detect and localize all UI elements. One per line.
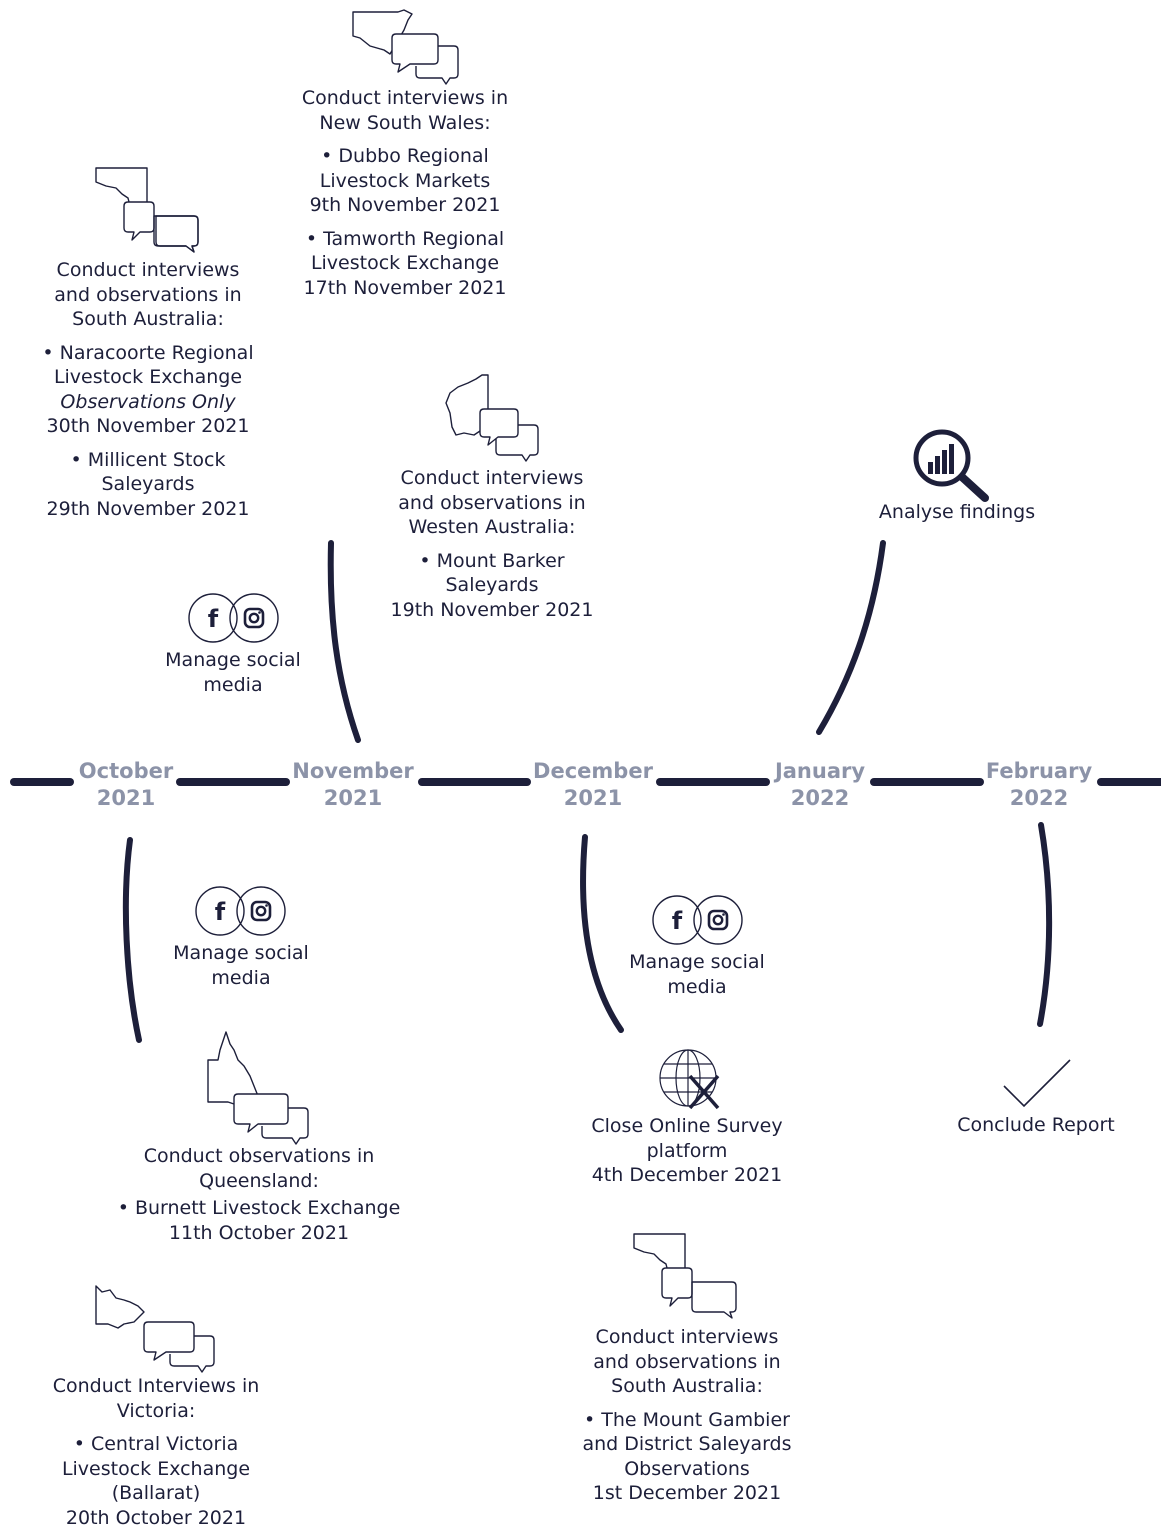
event-item-line: Saleyards (372, 573, 612, 598)
month-year: 2021 (56, 785, 196, 812)
south-australia-chat-icon (94, 166, 204, 254)
connector-december-bottom (583, 837, 621, 1030)
month-name: January (750, 758, 890, 785)
month-label-november: November 2021 (283, 758, 423, 812)
month-label-october: October 2021 (56, 758, 196, 812)
event-title-line: Conduct interviews (372, 466, 612, 491)
event-item-date: 29th November 2021 (28, 497, 268, 522)
event-title-line: Conduct interviews (28, 258, 268, 283)
event-label-line: media (151, 966, 331, 991)
event-label-line: Manage social (151, 941, 331, 966)
event-item-date: 9th November 2021 (285, 193, 525, 218)
connector-january-top (819, 543, 883, 732)
event-close-survey: Close Online Survey platform 4th Decembe… (567, 1114, 807, 1188)
connector-october-bottom (126, 840, 139, 1040)
event-title-line: Conduct interviews (557, 1325, 817, 1350)
event-item-line: • Tamworth Regional (285, 227, 525, 252)
event-title-line: Conduct interviews in (285, 86, 525, 111)
event-sa-november: Conduct interviews and observations in S… (28, 258, 268, 521)
event-label-line: Manage social (143, 648, 323, 673)
event-analyse: Analyse findings (857, 500, 1057, 525)
svg-text:f: f (672, 907, 683, 935)
event-title-line: New South Wales: (285, 111, 525, 136)
month-label-february: February 2022 (969, 758, 1109, 812)
event-item-date: 1st December 2021 (557, 1481, 817, 1506)
event-label-line: platform (567, 1139, 807, 1164)
event-item-line: (Ballarat) (36, 1481, 276, 1506)
event-title-line: Conduct observations in (104, 1144, 414, 1169)
event-label: Conclude Report (936, 1113, 1136, 1138)
month-name: October (56, 758, 196, 785)
social-media-icon: f (650, 894, 746, 946)
svg-text:f: f (208, 605, 219, 633)
event-qld: Conduct observations in Queensland: • Bu… (104, 1144, 414, 1245)
social-media-icon: f (186, 592, 282, 644)
event-social-october-bottom: Manage social media (151, 941, 331, 990)
event-title-line: South Australia: (28, 307, 268, 332)
event-title-line: and observations in (372, 491, 612, 516)
month-year: 2021 (523, 785, 663, 812)
event-title-line: Conduct Interviews in (36, 1374, 276, 1399)
event-label-line: media (607, 975, 787, 1000)
svg-text:f: f (215, 898, 226, 926)
event-social-december: Manage social media (607, 950, 787, 999)
event-item-line: Saleyards (28, 472, 268, 497)
event-label-line: Close Online Survey (567, 1114, 807, 1139)
new-south-wales-chat-icon (350, 8, 462, 86)
queensland-chat-icon (204, 1030, 314, 1148)
event-nsw: Conduct interviews in New South Wales: •… (285, 86, 525, 300)
event-item-date: 17th November 2021 (285, 276, 525, 301)
event-sa-december: Conduct interviews and observations in S… (557, 1325, 817, 1506)
month-name: February (969, 758, 1109, 785)
globe-close-icon (656, 1046, 726, 1114)
connector-november-top (331, 543, 358, 740)
connector-february-bottom (1040, 825, 1049, 1024)
month-name: December (523, 758, 663, 785)
month-name: November (283, 758, 423, 785)
event-item-line: and District Saleyards (557, 1432, 817, 1457)
event-item-line: Livestock Exchange (285, 251, 525, 276)
event-item-date: 11th October 2021 (104, 1221, 414, 1246)
month-year: 2022 (969, 785, 1109, 812)
event-wa: Conduct interviews and observations in W… (372, 466, 612, 622)
event-title-line: and observations in (28, 283, 268, 308)
event-title-line: Victoria: (36, 1399, 276, 1424)
event-item-line: • Burnett Livestock Exchange (104, 1196, 414, 1221)
month-year: 2021 (283, 785, 423, 812)
month-year: 2022 (750, 785, 890, 812)
event-title-line: Queensland: (104, 1169, 414, 1194)
south-australia-chat-icon (632, 1232, 742, 1320)
event-social-october-top: Manage social media (143, 648, 323, 697)
western-australia-chat-icon (444, 373, 544, 465)
event-item-date: 30th November 2021 (28, 414, 268, 439)
event-item-note: Observations Only (28, 390, 268, 415)
event-item-line: Livestock Exchange (28, 365, 268, 390)
checkmark-icon (1000, 1056, 1074, 1112)
event-item-line: • Millicent Stock (28, 448, 268, 473)
event-title-line: South Australia: (557, 1374, 817, 1399)
event-item-line: Livestock Markets (285, 169, 525, 194)
social-media-icon: f (193, 885, 289, 937)
month-label-december: December 2021 (523, 758, 663, 812)
event-label: Analyse findings (857, 500, 1057, 525)
event-item-line: Livestock Exchange (36, 1457, 276, 1482)
event-title-line: Westen Australia: (372, 515, 612, 540)
event-vic: Conduct Interviews in Victoria: • Centra… (36, 1374, 276, 1530)
event-conclude: Conclude Report (936, 1113, 1136, 1138)
event-item-line: Observations (557, 1457, 817, 1482)
event-label-line: Manage social (607, 950, 787, 975)
magnifier-chart-icon (912, 428, 992, 504)
event-item-line: • Naracoorte Regional (28, 341, 268, 366)
event-label-line: media (143, 673, 323, 698)
event-item-line: • The Mount Gambier (557, 1408, 817, 1433)
event-title-line: and observations in (557, 1350, 817, 1375)
month-label-january: January 2022 (750, 758, 890, 812)
event-item-line: • Dubbo Regional (285, 144, 525, 169)
event-date: 4th December 2021 (567, 1163, 807, 1188)
event-item-date: 19th November 2021 (372, 598, 612, 623)
victoria-chat-icon (94, 1284, 220, 1376)
event-item-date: 20th October 2021 (36, 1506, 276, 1530)
event-item-line: • Central Victoria (36, 1432, 276, 1457)
event-item-line: • Mount Barker (372, 549, 612, 574)
